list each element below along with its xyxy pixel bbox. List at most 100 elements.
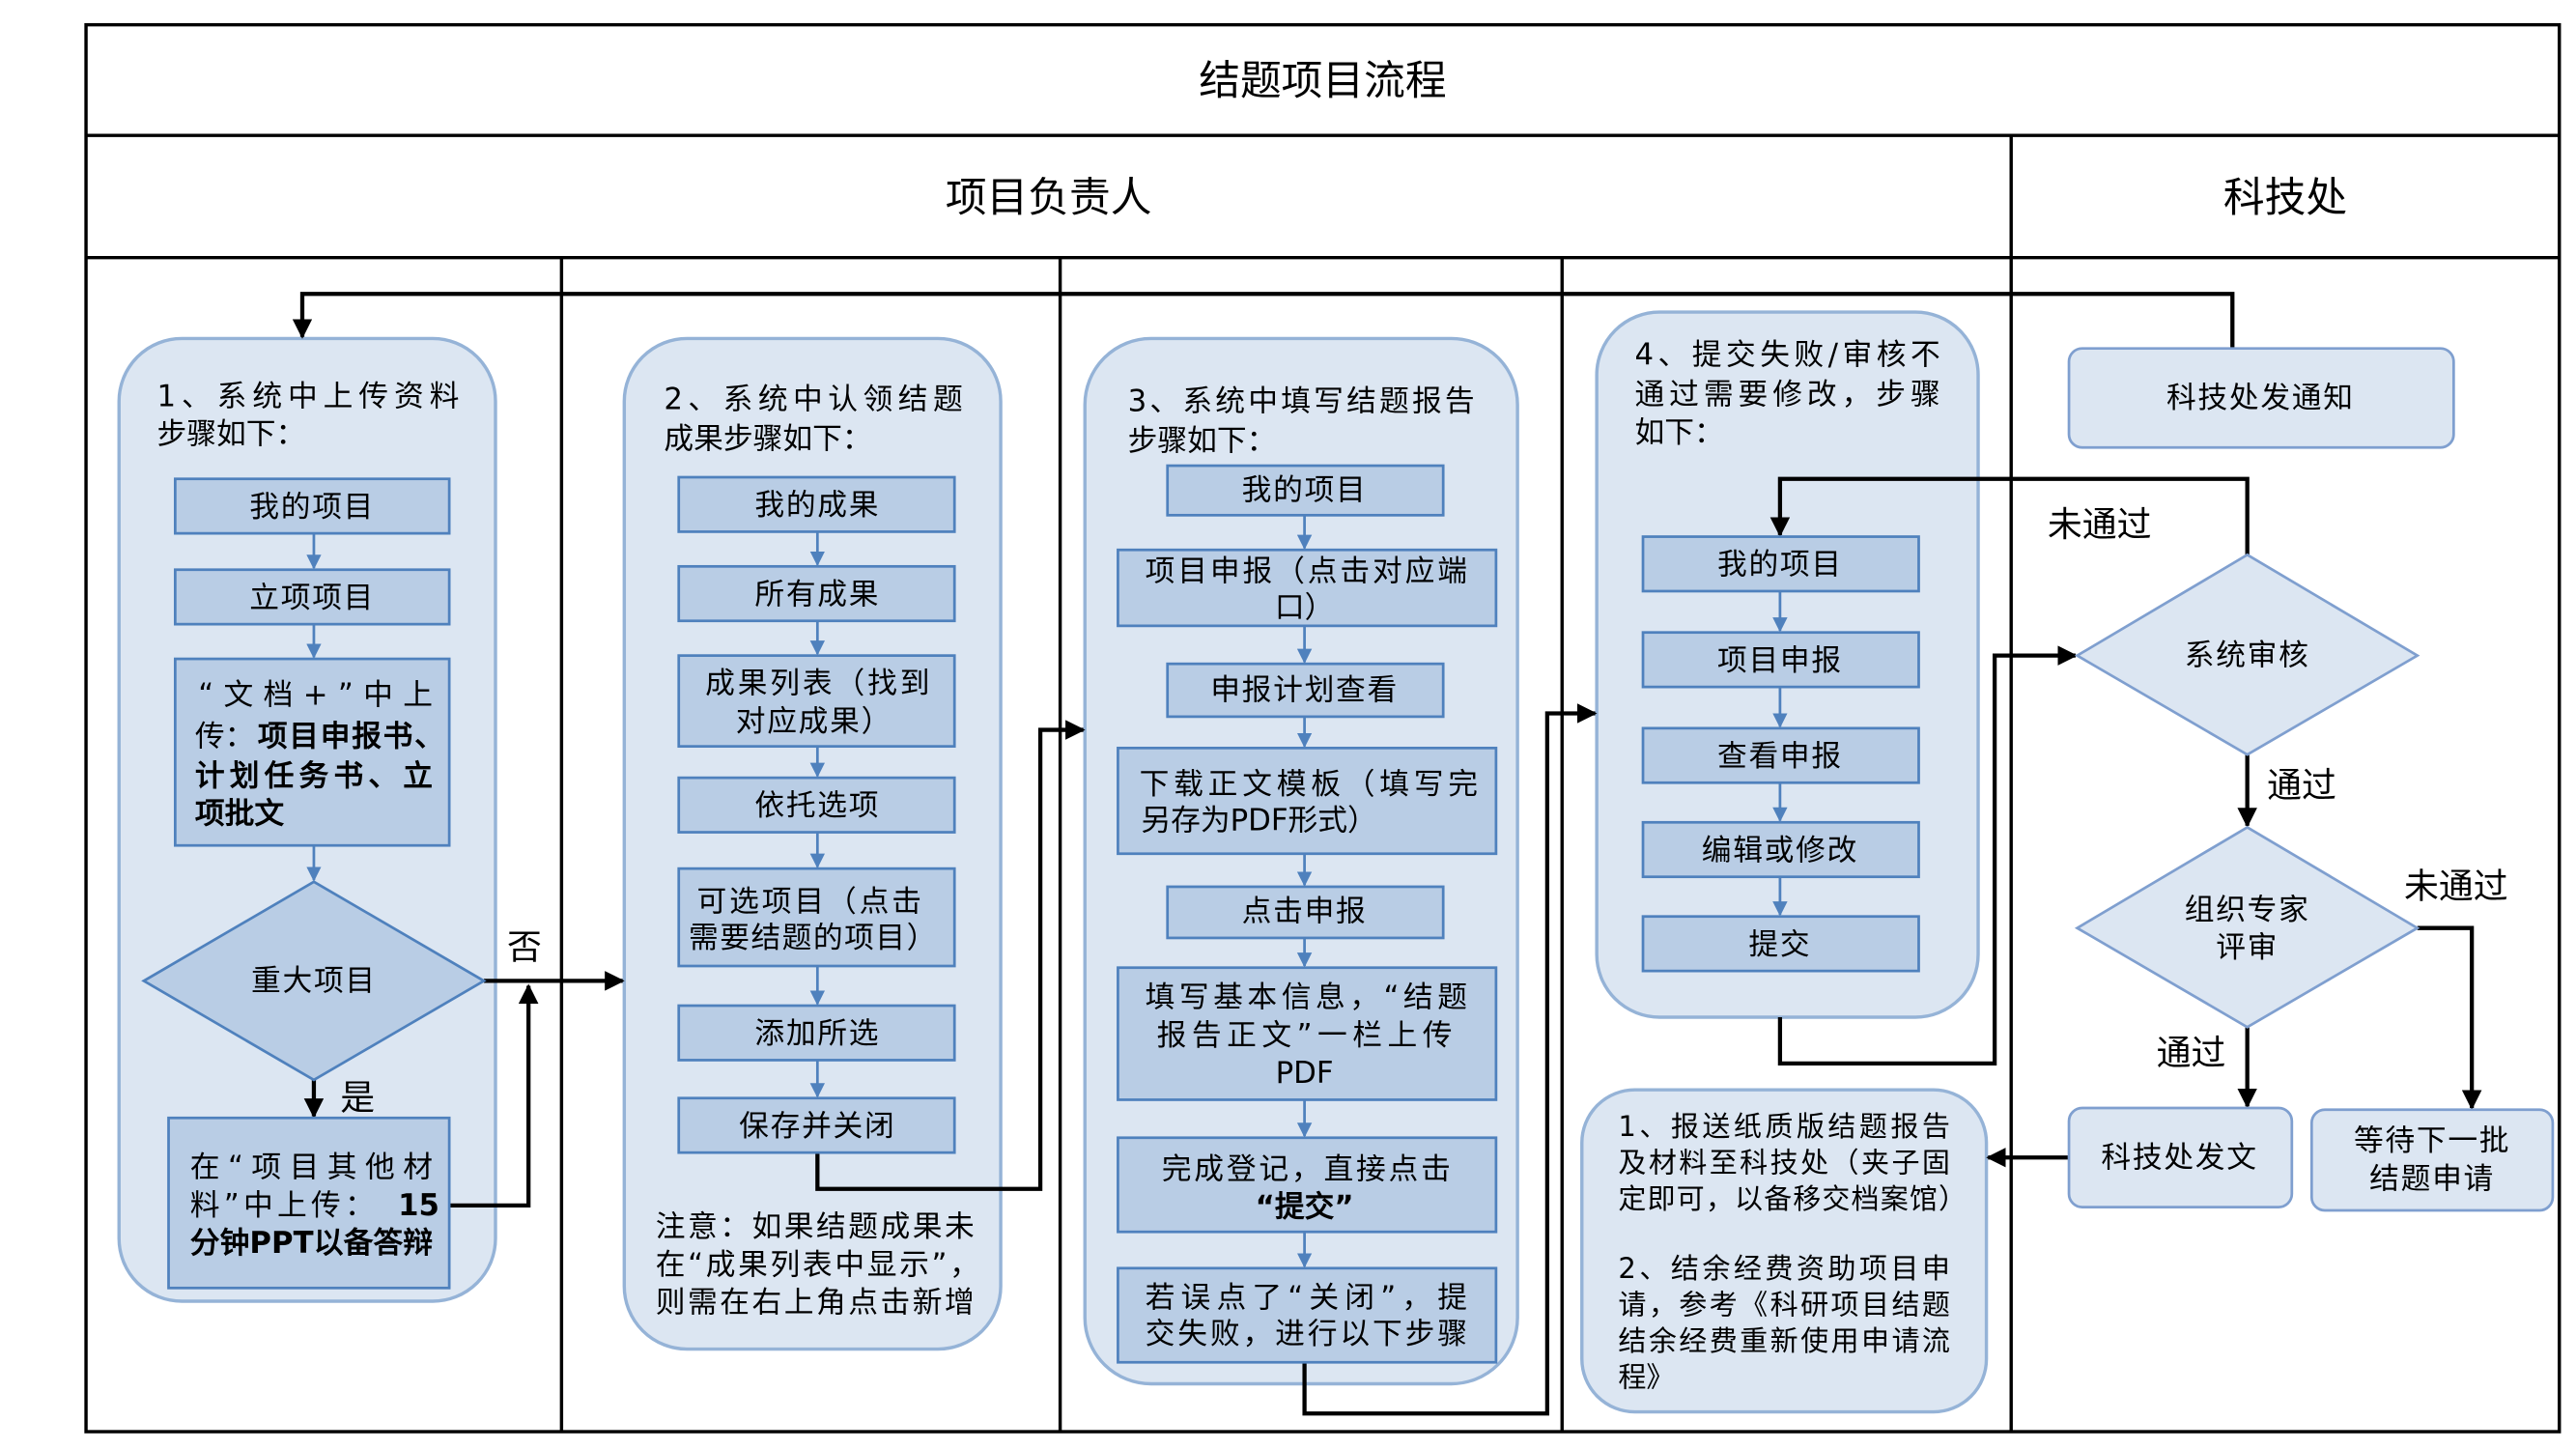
step4-heading-line: 如下：	[1634, 415, 1723, 450]
lane-title-owner: 项目负责人	[946, 174, 1152, 222]
final-note-line: 1、报送纸质版结题报告	[1618, 1110, 1950, 1143]
review-passed-label: 通过	[2267, 766, 2336, 806]
step3-box-project-declaration	[1117, 548, 1498, 628]
step3-box-label: 另存为PDF形式）	[1141, 804, 1376, 838]
step1-box-label: 立项项目	[249, 581, 375, 615]
step4-box-project-declaration	[1641, 631, 1920, 689]
step3-box-complete-submit	[1117, 1136, 1498, 1234]
final-note-line: 2、结余经费资助项目申	[1618, 1252, 1950, 1285]
lane-title-office: 科技处	[2223, 174, 2347, 222]
step3-box-my-projects	[1166, 464, 1445, 517]
step3-box-label: 完成登记，直接点击	[1162, 1151, 1451, 1186]
step2-box-label: 对应成果）	[736, 704, 892, 739]
step2-box-label: 需要结题的项目）	[689, 921, 936, 955]
step2-note-line: 在“成果列表中显示”，	[656, 1247, 979, 1282]
step1-heading-line: 1、系统中上传资料	[157, 379, 460, 413]
decision-yes-label: 是	[340, 1078, 375, 1118]
step3-box-fill-info	[1117, 966, 1498, 1101]
expert-review-label: 评审	[2216, 930, 2279, 965]
step2-box-label: 所有成果	[754, 577, 880, 611]
step3-box-label: 申报计划查看	[1210, 673, 1399, 708]
system-review-label: 系统审核	[2185, 639, 2310, 673]
step1-box-approved-projects	[173, 568, 451, 626]
step1-upload-text: 传：	[195, 719, 255, 753]
step1-heading-line: 步骤如下：	[157, 417, 306, 452]
step4-box-label: 编辑或修改	[1702, 833, 1858, 867]
expert-review-diamond	[2074, 825, 2420, 1029]
step2-heading-line: 2、系统中认领结题	[664, 383, 962, 417]
step2-box-label: 可选项目（点击	[697, 884, 921, 919]
step3-box-label: 报告正文”一栏上传	[1157, 1018, 1453, 1053]
step3-box-label: 点击申报	[1242, 895, 1368, 929]
step3-box-download-template	[1117, 746, 1498, 856]
step2-box-label: 依托选项	[754, 788, 880, 823]
step1-major-text: 料”中上传：	[190, 1188, 379, 1223]
step1-major-bold-line: 分钟PPT以备答辩	[190, 1226, 433, 1261]
expert-review-label: 组织专家	[2185, 893, 2310, 927]
step2-box-label: 成果列表（找到	[705, 667, 929, 701]
step4-heading-line: 4、提交失败/审核不	[1634, 338, 1939, 373]
wait-next-batch-label: 等待下一批	[2354, 1123, 2510, 1158]
step1-upload-line: 传： 项目申报书、	[195, 719, 446, 753]
final-note-line: 及材料至科技处（夹子固	[1618, 1146, 1950, 1179]
decision-label: 重大项目	[251, 963, 377, 998]
connector-step4-to-review	[1777, 645, 2078, 1065]
step2-box-result-list	[677, 654, 956, 749]
step2-box-support-option	[677, 776, 956, 834]
step2-box-my-results	[677, 475, 956, 533]
step1-major-line: 料”中上传： 15	[190, 1188, 439, 1223]
review-not-passed-label: 未通过	[2048, 505, 2152, 545]
final-note-line: 请，参考《科研项目结题	[1618, 1288, 1950, 1321]
step2-box-save-close	[677, 1096, 956, 1154]
step4-box-submit	[1641, 915, 1920, 973]
major-project-decision-diamond	[141, 880, 487, 1082]
step1-major-line: 在“项目其他材	[190, 1151, 433, 1185]
step4-box-label: 提交	[1748, 927, 1811, 962]
step2-box-label: 我的成果	[754, 488, 880, 523]
connector-step3-to-step4	[1302, 703, 1598, 1416]
connector-review-fail-loop	[1769, 476, 2250, 555]
step2-heading-line: 成果步骤如下：	[664, 422, 871, 457]
step4-box-label: 我的项目	[1717, 548, 1843, 582]
decision-no-label: 否	[507, 928, 542, 968]
step2-box-label: 添加所选	[754, 1016, 880, 1051]
step3-box-bold-label: “提交”	[1256, 1190, 1354, 1225]
final-note-line: 程》	[1618, 1361, 1674, 1394]
expert-passed-label: 通过	[2157, 1034, 2226, 1073]
step1-box-upload-documents	[173, 657, 451, 847]
office-issue-label: 科技处发文	[2101, 1140, 2257, 1175]
step2-box-label: 保存并关闭	[739, 1109, 895, 1144]
step2-box-all-results	[677, 564, 956, 623]
office-notice-label: 科技处发通知	[2166, 381, 2355, 415]
step4-box-label: 项目申报	[1717, 643, 1843, 678]
step3-heading-line: 步骤如下：	[1128, 423, 1277, 458]
wait-next-batch-label: 结题申请	[2369, 1162, 2495, 1197]
step2-box-add-selected	[677, 1004, 956, 1062]
step3-box-label: 口）	[1275, 590, 1335, 625]
step1-box-major-materials	[167, 1116, 451, 1290]
step3-box-mistaken-close	[1117, 1266, 1498, 1364]
connector-expert-fail	[2417, 925, 2482, 1111]
system-review-diamond	[2074, 553, 2420, 756]
step4-box-my-projects	[1641, 535, 1920, 593]
connector-major-return	[449, 983, 539, 1208]
step4-box-label: 查看申报	[1717, 739, 1843, 774]
connector-notice-to-step1	[292, 292, 2235, 349]
step1-major-bold-text: 15	[398, 1188, 439, 1223]
connector-step2-to-step3	[815, 720, 1086, 1191]
step3-box-label: PDF	[1276, 1056, 1334, 1091]
office-notice-box	[2067, 347, 2455, 449]
step1-box-my-projects	[173, 477, 451, 535]
step1-box-label: 我的项目	[249, 490, 375, 525]
wait-next-batch-box	[2309, 1108, 2555, 1212]
step4-box-edit	[1641, 820, 1920, 879]
step3-heading-line: 3、系统中填写结题报告	[1128, 384, 1475, 418]
step3-box-label: 填写基本信息，“结题	[1146, 980, 1467, 1014]
step4-heading-line: 通过需要修改，步骤	[1634, 378, 1939, 412]
page-title: 结题项目流程	[1199, 57, 1446, 105]
step3-box-label: 我的项目	[1242, 473, 1368, 508]
step1-upload-bold-line: 项批文	[195, 797, 285, 832]
office-issue-box	[2067, 1106, 2294, 1208]
final-note-line: 结余经费重新使用申请流	[1618, 1324, 1950, 1357]
